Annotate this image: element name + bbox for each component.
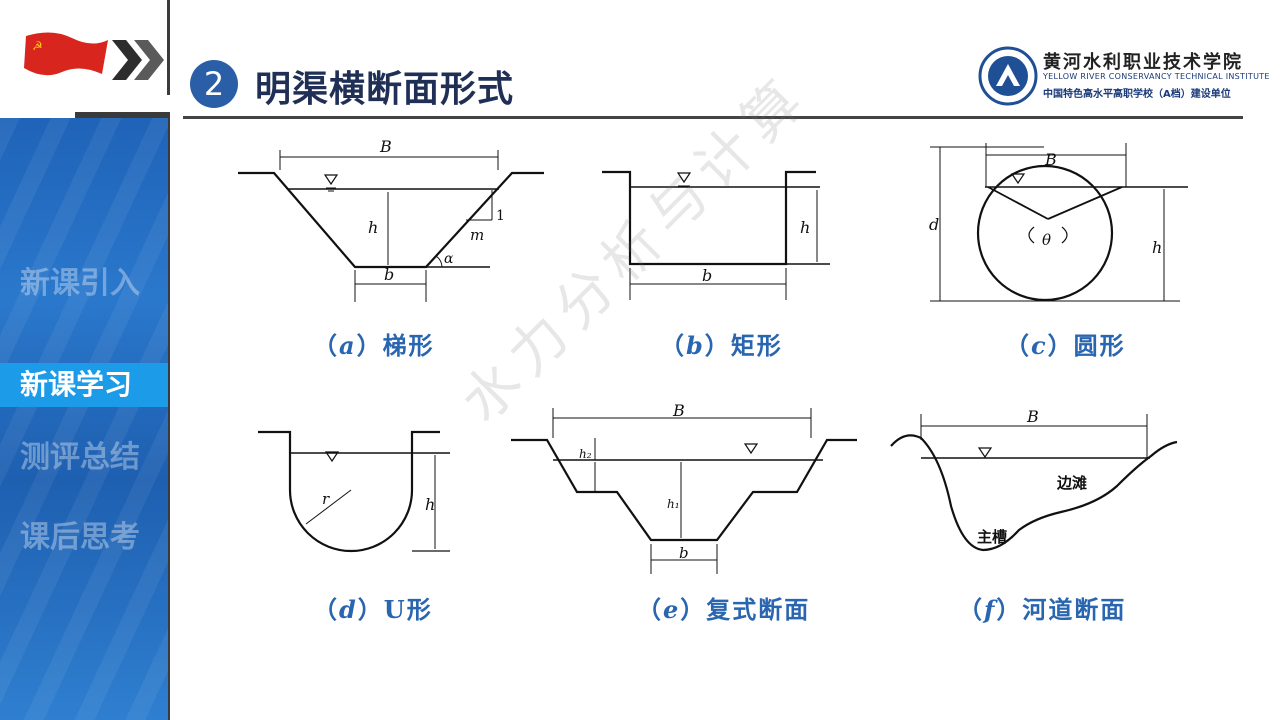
title-underline [183, 116, 1243, 119]
figure-compound-section: B h₂ h₁ b [511, 401, 857, 574]
sidebar: 新课引入 新课学习 测评总结 课后思考 [0, 118, 170, 720]
school-subtitle: 中国特色高水平高职学校（A档）建设单位 [1043, 89, 1231, 100]
figure-u-shape: r h [258, 430, 450, 553]
school-logo-icon [978, 46, 1038, 110]
label-one: 1 [496, 208, 505, 224]
label-h: h [368, 218, 378, 237]
caption-a: （a）梯形 [313, 331, 435, 360]
section-number-badge: 2 [190, 60, 238, 108]
caption-b: （b）矩形 [660, 331, 783, 360]
sidebar-divider [168, 118, 170, 720]
label-h1: h₁ [667, 497, 680, 511]
label-alpha: α [444, 251, 454, 267]
label-b: b [679, 544, 689, 562]
school-name: 黄河水利职业技术学院 [1043, 52, 1243, 73]
nav-item-intro[interactable]: 新课引入 [20, 266, 140, 301]
nav-item-assessment[interactable]: 测评总结 [20, 440, 140, 475]
label-h: h [425, 495, 435, 514]
figure-circle: B d h θ [929, 143, 1188, 302]
figure-trapezoid: B h b m 1 α [238, 137, 544, 302]
label-b: b [384, 265, 394, 284]
label-h2: h₂ [579, 447, 592, 461]
svg-text:☭: ☭ [32, 39, 43, 53]
label-m: m [470, 226, 484, 244]
label-B: B [672, 401, 685, 420]
flag-icon: ☭ [22, 28, 110, 82]
label-theta: θ [1042, 231, 1051, 249]
label-bank: 边滩 [1056, 474, 1087, 492]
caption-f: （f）河道断面 [958, 595, 1127, 624]
figure-river-section: B 边滩 主槽 [890, 407, 1178, 552]
nav-item-learning[interactable]: 新课学习 [0, 363, 170, 407]
school-name-en: YELLOW RIVER CONSERVANCY TECHNICAL INSTI… [1043, 72, 1270, 81]
header-divider [167, 0, 170, 95]
label-r: r [322, 490, 330, 508]
page-title: 明渠横断面形式 [255, 69, 515, 110]
label-channel: 主槽 [977, 528, 1007, 546]
label-d: d [929, 215, 939, 234]
label-h: h [1152, 238, 1162, 257]
label-B: B [379, 137, 392, 156]
caption-d: （d）U形 [313, 595, 433, 624]
sidebar-top-bar [75, 112, 170, 120]
label-B: B [1044, 150, 1057, 169]
label-b: b [702, 266, 712, 285]
figure-rectangle: h b [602, 170, 830, 300]
caption-e: （e）复式断面 [637, 595, 811, 624]
label-B: B [1026, 407, 1039, 426]
label-h: h [800, 218, 810, 237]
caption-c: （c）圆形 [1005, 331, 1126, 360]
chevrons-icon [112, 40, 168, 84]
nav-item-reflection[interactable]: 课后思考 [20, 520, 140, 555]
